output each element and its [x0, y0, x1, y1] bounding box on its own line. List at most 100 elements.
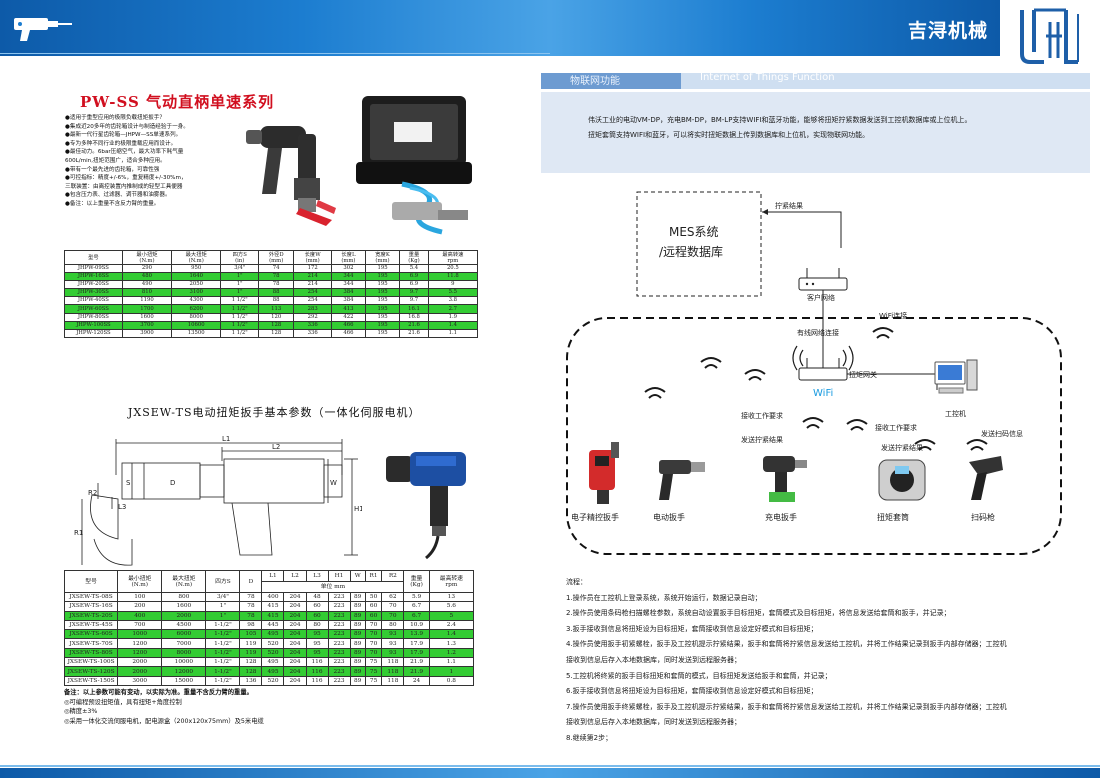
- column-header: L1: [261, 570, 285, 582]
- process-line: 2.操作员使用条码枪扫描螺栓参数，系统自动设置扳手目标扭矩，套筒模式及目标扭矩，…: [566, 609, 951, 618]
- table-cell: 116: [305, 666, 329, 677]
- wired-link-label: 有线网络连接: [797, 328, 839, 337]
- table-cell: 700: [117, 619, 163, 631]
- table-cell: 136: [239, 675, 263, 686]
- table-cell: 1-1/2": [205, 657, 241, 668]
- result-label: 发送拧紧结果: [881, 443, 923, 452]
- table-cell: JXSEW-TS-120S: [63, 666, 119, 677]
- iot-title-cn: 物联网功能: [570, 76, 620, 87]
- pw-feature: ●备注：以上重量不含反力臂的重量。: [65, 200, 160, 207]
- table-cell: 1-1/2": [205, 675, 241, 686]
- electric-wrench-tool-icon: [659, 460, 705, 500]
- table-cell: 89: [349, 647, 366, 659]
- brand-name: 吉浔机械: [907, 20, 988, 42]
- process-line: 5.工控机将终紧的扳手目标扭矩和套筒的模式，目标扭矩发送给扳手和套筒，并记录；: [566, 671, 832, 680]
- dim-label: R2: [88, 489, 97, 497]
- table-cell: 105: [239, 629, 263, 640]
- table-cell: 128: [239, 657, 263, 668]
- table-cell: 223: [327, 657, 351, 668]
- table-cell: 70: [381, 610, 405, 621]
- tool-label: 充电扳手: [765, 512, 797, 522]
- jx-series-title: JXSEW-TS电动扭矩扳手基本参数（一体化伺服电机）: [128, 406, 421, 419]
- table-cell: 12000: [161, 666, 207, 677]
- table-cell: 1.1: [428, 657, 475, 668]
- electronic-wrench-icon: [589, 442, 619, 504]
- table-cell: 11.8: [427, 272, 479, 282]
- table-cell: JXSEW-TS-16S: [63, 601, 119, 612]
- table-cell: 204: [283, 647, 307, 659]
- table-cell: 21.9: [403, 666, 430, 677]
- table-cell: 113: [258, 304, 295, 314]
- table-cell: JXSEW-TS-60S: [63, 629, 119, 640]
- tool-label: 扭矩套筒: [877, 512, 909, 522]
- table-cell: 400: [117, 610, 163, 621]
- table-cell: 204: [283, 666, 307, 677]
- table-cell: 10600: [171, 320, 222, 330]
- table-cell: 78: [239, 610, 263, 621]
- table-cell: 78: [239, 601, 263, 612]
- table-cell: 6.9: [399, 272, 429, 282]
- bottom-bar: [0, 765, 1100, 778]
- table-cell: 292: [293, 312, 333, 322]
- table-cell: 1-1/2": [205, 647, 241, 659]
- electric-wrench-image: [380, 440, 475, 560]
- table-cell: 2000: [117, 657, 163, 668]
- tool-label: 扫码枪: [971, 512, 995, 522]
- table-cell: 6.9: [399, 280, 429, 290]
- table-cell: 60: [305, 601, 329, 612]
- table-cell: 8000: [171, 312, 222, 322]
- table-cell: 800: [161, 591, 207, 603]
- table-cell: 1-1/2": [205, 666, 241, 677]
- table-cell: 21.6: [399, 328, 429, 338]
- table-cell: 80: [381, 619, 405, 631]
- table-cell: 70: [364, 629, 383, 640]
- table-cell: 2.7: [427, 304, 479, 314]
- table-cell: JXSEW-TS-20S: [63, 610, 119, 621]
- column-header: 型号: [64, 250, 123, 265]
- table-cell: 254: [293, 288, 333, 298]
- table-cell: 3000: [117, 675, 163, 686]
- table-cell: JHPW-100SS: [64, 320, 123, 330]
- table-cell: 1200: [117, 638, 163, 649]
- request-label: 接收工作要求: [741, 411, 783, 420]
- unit-label: 单位 mm: [261, 581, 405, 593]
- table-cell: 520: [261, 638, 285, 649]
- pw-feature: 三联装置：由离控装置内推制成的轻型工具便器: [65, 183, 183, 190]
- table-cell: 195: [364, 272, 401, 282]
- table-cell: 5.6: [428, 601, 475, 612]
- jx-spec-table: 型号 最小扭矩(N.m) 最大扭矩(N.m) 四方S D L1 L2 L3 H1…: [63, 570, 475, 686]
- table-cell: 75: [364, 666, 383, 677]
- table-cell: JHPW-30SS: [64, 288, 123, 298]
- jx-note: ◎采用一体化交流伺服电机，配电源盒（200x120x75mm）及5米电缆: [64, 717, 264, 725]
- table-cell: 223: [327, 638, 351, 649]
- pw-feature-list: ●适用于重型应用的极限负载扭矩扳手？ ●集成近20多年的齿轮箱设计与制造经验于一…: [65, 114, 275, 209]
- table-cell: 119: [239, 638, 263, 649]
- table-cell: 1-1/2": [205, 629, 241, 640]
- table-cell: 480: [121, 272, 173, 282]
- table-cell: 1.2: [428, 647, 475, 659]
- table-cell: JXSEW-TS-08S: [63, 591, 119, 603]
- table-cell: 3.8: [427, 296, 479, 306]
- column-header: H1: [327, 570, 351, 582]
- table-cell: 1000: [117, 629, 163, 640]
- table-cell: 223: [327, 666, 351, 677]
- table-cell: 116: [305, 675, 329, 686]
- table-cell: JHPW-40SS: [64, 296, 123, 306]
- table-cell: 204: [283, 601, 307, 612]
- dim-label: S: [126, 479, 131, 487]
- table-cell: 80: [305, 619, 329, 631]
- table-cell: 5.5: [427, 288, 479, 298]
- pw-spec-table: 型号 最小扭矩(N.m) 最大扭矩(N.m) 四方S(in) 外径D(mm) 长…: [64, 250, 479, 338]
- pw-feature: ●可控指标：精度+/-6%，重复精度+/-30%m，: [65, 175, 187, 182]
- process-line: 3.扳手接收到信息将扭矩设为目标扭矩，套筒接收到信息设定好模式和目标扭矩；: [566, 624, 818, 633]
- iot-title-bar: [541, 73, 681, 89]
- jx-notes: 备注：以上参数可能有变动，以实际为准。重量不含反力臂的重量。 ◎可编程预设扭矩值…: [64, 688, 264, 726]
- table-cell: JHPW-16SS: [64, 272, 123, 282]
- table-cell: 2.4: [428, 619, 475, 631]
- table-cell: 128: [258, 328, 295, 338]
